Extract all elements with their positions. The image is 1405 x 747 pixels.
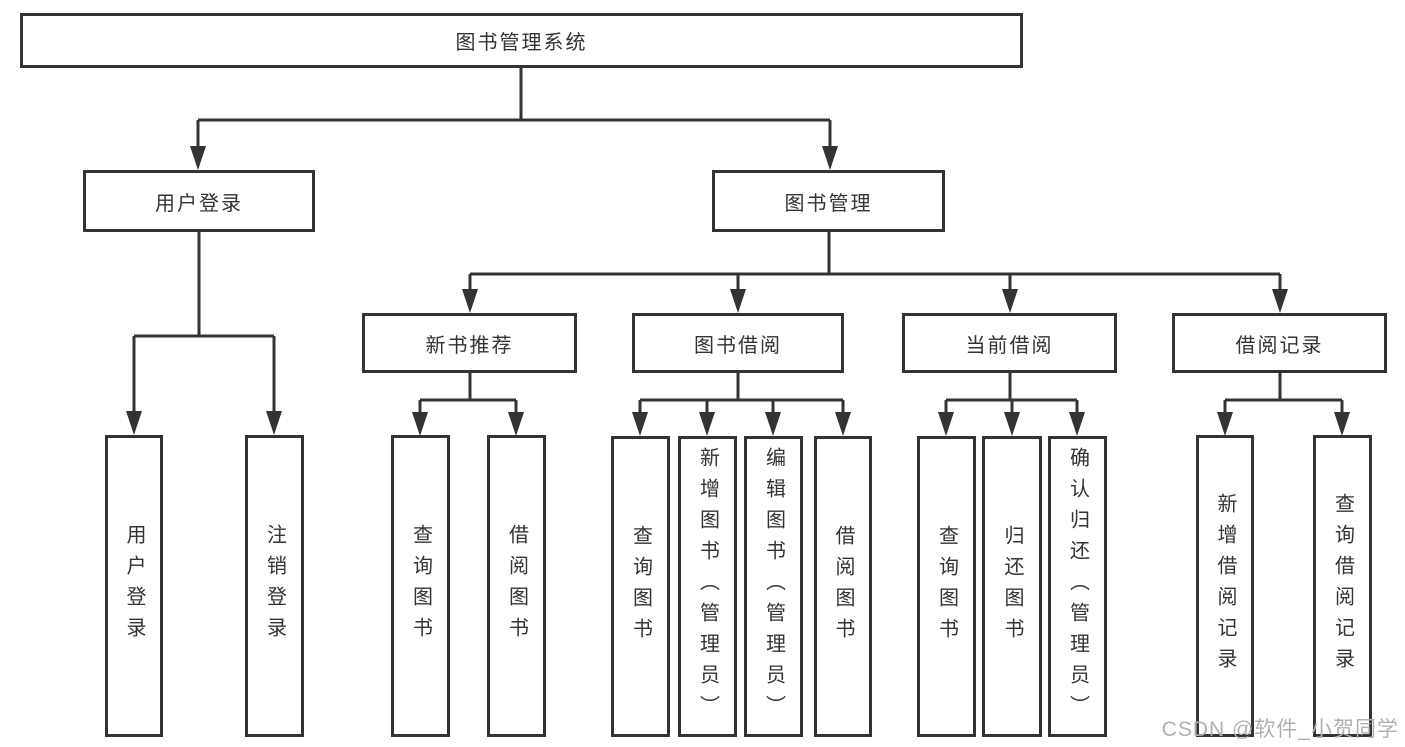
node-borrow-records-label: 借阅记录: [1235, 334, 1324, 357]
leaf-query-books-1-label: 查询图书: [409, 524, 432, 648]
leaf-logout: 注销登录: [245, 435, 304, 737]
node-borrow-records: 借阅记录: [1172, 313, 1387, 373]
node-book-management-branch: 图书管理: [712, 170, 945, 232]
leaf-borrow-books-2: 借阅图书: [814, 436, 872, 737]
leaf-user-login-label: 用户登录: [123, 524, 145, 648]
node-book-borrow-label: 图书借阅: [694, 334, 782, 357]
node-new-book-recommend-label: 新书推荐: [425, 334, 514, 357]
node-root-system: 图书管理系统: [20, 13, 1023, 68]
leaf-query-books-2-label: 查询图书: [629, 524, 652, 649]
leaf-query-borrow-record-label: 查询借阅记录: [1331, 493, 1354, 679]
node-current-borrow-label: 当前借阅: [965, 334, 1054, 357]
leaf-user-login: 用户登录: [105, 435, 163, 737]
node-root-label: 图书管理系统: [455, 32, 588, 54]
node-new-book-recommend: 新书推荐: [362, 313, 577, 373]
leaf-return-books: 归还图书: [982, 436, 1042, 737]
node-user-login-branch: 用户登录: [83, 170, 315, 232]
node-current-borrow: 当前借阅: [902, 313, 1117, 373]
leaf-add-book-admin-label: 新增图书（管理员）: [696, 447, 719, 726]
leaf-query-books-3: 查询图书: [917, 436, 976, 737]
leaf-add-book-admin: 新增图书（管理员）: [678, 436, 737, 737]
leaf-borrow-books-2-label: 借阅图书: [832, 524, 854, 649]
leaf-logout-label: 注销登录: [263, 524, 286, 648]
leaf-return-books-label: 归还图书: [1001, 524, 1023, 649]
node-book-management-branch-label: 图书管理: [784, 192, 873, 215]
leaf-query-borrow-record: 查询借阅记录: [1313, 435, 1372, 737]
leaf-confirm-return-admin: 确认归还（管理员）: [1048, 436, 1107, 737]
leaf-query-books-2: 查询图书: [611, 436, 670, 737]
leaf-edit-book-admin: 编辑图书（管理员）: [744, 436, 803, 737]
arrowhead-icons: [126, 146, 1350, 436]
leaf-query-books-3-label: 查询图书: [935, 524, 958, 649]
node-user-login-branch-label: 用户登录: [155, 192, 243, 215]
leaf-confirm-return-admin-label: 确认归还（管理员）: [1066, 447, 1089, 726]
leaf-edit-book-admin-label: 编辑图书（管理员）: [762, 447, 785, 726]
leaf-borrow-books-1-label: 借阅图书: [505, 524, 528, 648]
leaf-add-borrow-record: 新增借阅记录: [1196, 435, 1254, 737]
leaf-query-books-1: 查询图书: [391, 435, 450, 737]
csdn-watermark: CSDN @软件_小贺同学: [1161, 718, 1399, 741]
leaf-borrow-books-1: 借阅图书: [487, 435, 546, 737]
node-book-borrow: 图书借阅: [632, 313, 844, 373]
leaf-add-borrow-record-label: 新增借阅记录: [1214, 493, 1236, 679]
